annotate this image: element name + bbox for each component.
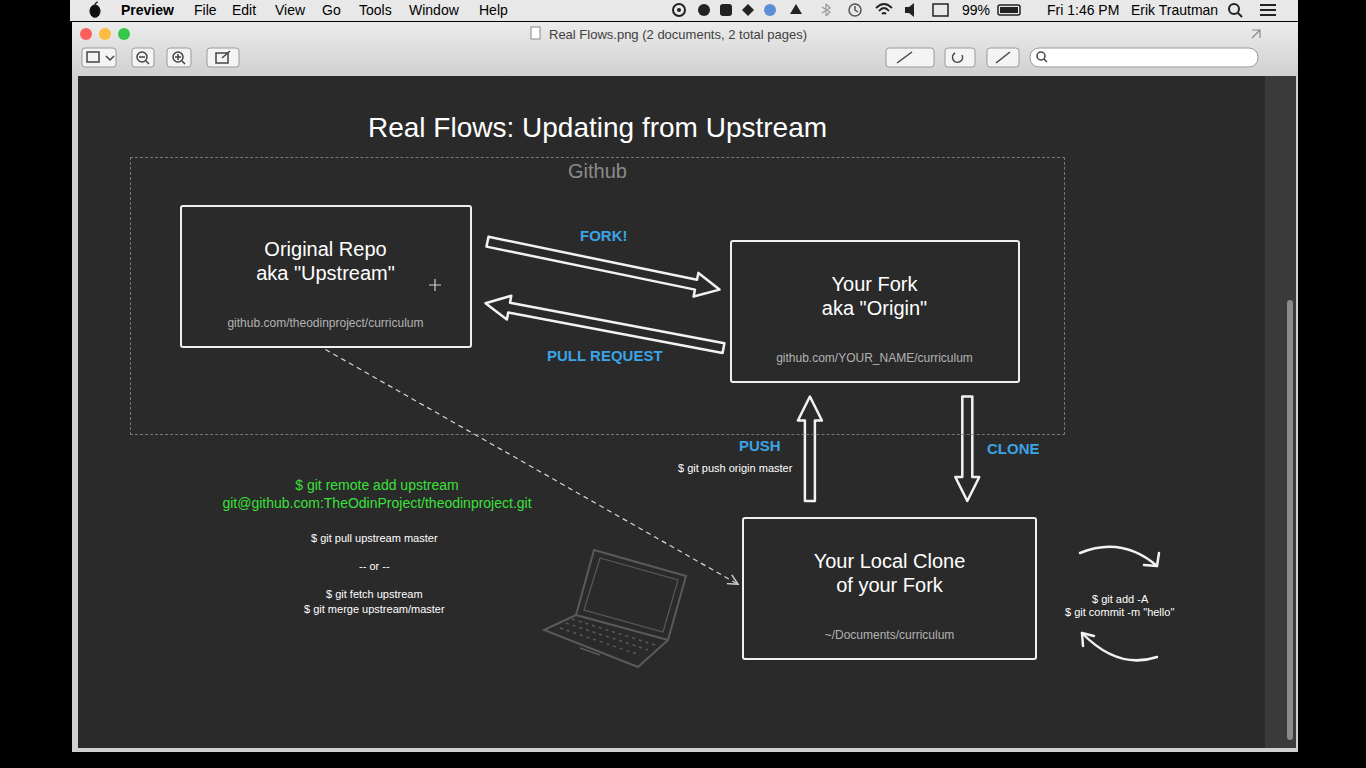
- git-command: $ git merge upstream/master: [304, 603, 445, 615]
- canvas-background: [78, 76, 1265, 748]
- menu-item: Edit: [232, 2, 256, 18]
- node-heading: Your Fork aka "Origin": [815, 272, 935, 320]
- node-path: ~/Documents/curriculum: [825, 628, 955, 642]
- menu-item: Preview: [121, 2, 174, 18]
- github-region: GithubOriginal Repo aka "Upstream" github…: [130, 157, 1065, 435]
- hollow-arrow: [955, 397, 979, 502]
- hollow-arrow: [798, 397, 822, 502]
- cycle-arrows: [1080, 547, 1159, 661]
- menu-bar: [70, 0, 1298, 21]
- separator-note: -- or --: [359, 560, 390, 572]
- connector: [486, 296, 725, 353]
- scrollbar-thumb: [1287, 300, 1293, 740]
- apple-logo: [90, 2, 100, 17]
- node-heading: Your Local Clone of your Fork: [807, 549, 972, 597]
- edge-label: PULL REQUEST: [544, 347, 666, 364]
- git-command: $ git commit -m "hello": [1065, 606, 1174, 618]
- fullscreen-icon: [1252, 30, 1260, 38]
- git-command: $ git add -A: [1092, 593, 1148, 605]
- edge-label: CLONE: [984, 440, 1043, 457]
- laptop-drawing: [544, 550, 686, 667]
- git-command: $ git remote add upstream git@github.com…: [177, 476, 577, 512]
- toolbar-glyphs: [87, 51, 1047, 64]
- connector: [326, 350, 739, 585]
- edge-label: FORK!: [577, 227, 631, 244]
- diagram-title: Real Flows: Updating from Upstream: [368, 112, 827, 144]
- scrollbar-track: [1265, 76, 1296, 748]
- document-icon: [531, 27, 540, 39]
- node-path: github.com/theodinproject/curriculum: [227, 316, 423, 330]
- menu-item: Window: [409, 2, 459, 18]
- connector: [798, 397, 822, 502]
- menu-item: Go: [322, 2, 341, 18]
- repo-box: Original Repo aka "Upstream" github.com/t…: [180, 205, 472, 348]
- clock: Fri 1:46 PM: [1047, 2, 1119, 18]
- git-command: $ git push origin master: [678, 462, 792, 474]
- menu-item: File: [194, 2, 217, 18]
- dashed-arrow: [326, 350, 739, 585]
- node-heading: Github: [568, 158, 627, 183]
- window-frame: [72, 22, 1298, 752]
- connector: [487, 237, 720, 297]
- toolbar-buttons: [82, 48, 1258, 67]
- git-command: $ git fetch upstream: [326, 588, 423, 600]
- hollow-arrow: [487, 237, 720, 297]
- node-path: github.com/YOUR_NAME/curriculum: [776, 351, 973, 365]
- git-command: $ git pull upstream master: [311, 532, 438, 544]
- minimize-button: [99, 28, 111, 40]
- window-title: Real Flows.png (2 documents, 2 total pag…: [549, 27, 807, 42]
- repo-box: Your Local Clone of your Fork ~/Documents…: [742, 517, 1037, 660]
- status-icons: [673, 3, 1276, 17]
- menu-item: Help: [479, 2, 508, 18]
- hollow-arrow: [486, 296, 725, 353]
- repo-box: Your Fork aka "Origin" github.com/YOUR_NA…: [730, 240, 1020, 383]
- title-toolbar: [72, 22, 1298, 76]
- edge-label: PUSH: [736, 437, 784, 454]
- battery-percent: 99%: [962, 2, 990, 18]
- mouse-cursor: [429, 279, 441, 291]
- close-button: [80, 28, 92, 40]
- menu-item: Tools: [359, 2, 392, 18]
- menu-item: View: [275, 2, 305, 18]
- connector: [955, 397, 979, 502]
- node-heading: Original Repo aka "Upstream": [251, 237, 401, 285]
- zoom-button: [118, 28, 130, 40]
- user-name: Erik Trautman: [1131, 2, 1218, 18]
- arrow-head: [727, 575, 738, 584]
